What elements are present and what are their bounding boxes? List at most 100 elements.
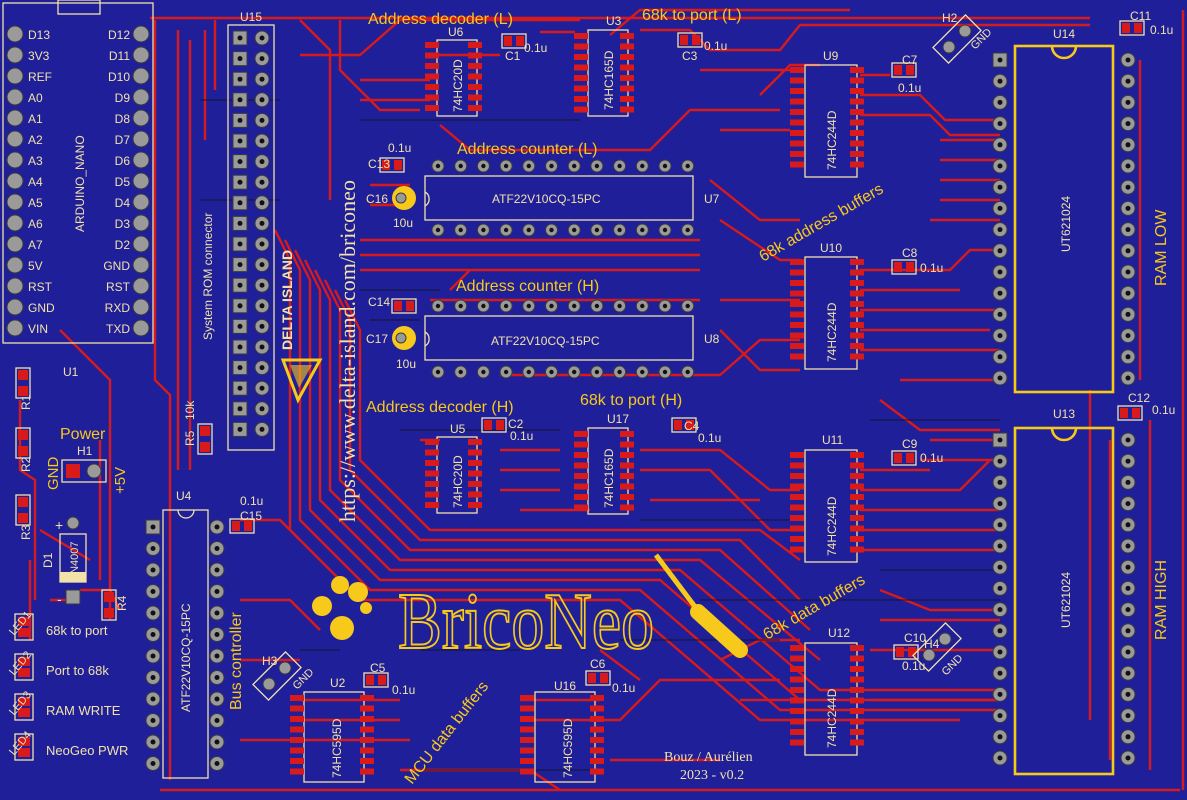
chip-u12: U12 74HC244D (790, 626, 864, 756)
chip-u16: U16 74HC595D (520, 679, 604, 783)
smd-pad (574, 33, 588, 39)
smd-pad (790, 67, 804, 73)
nano-pin-pad (6, 46, 24, 64)
smd-pad (850, 151, 864, 157)
u10-ref-label: U10 (820, 241, 842, 255)
resistor-r2: R2 (15, 427, 33, 472)
chip-u7: ATF22V10CQ-15PC U7 (424, 159, 720, 237)
nano-pin-label: TXD (106, 322, 130, 336)
h2-ref-label: H2 (942, 11, 958, 25)
nano-pin-label: D3 (115, 217, 131, 231)
smd-pad (468, 42, 482, 48)
cap-value-label: 0.1u (898, 81, 921, 95)
smd-pad (790, 280, 804, 286)
neogeo-glyph-icon (312, 576, 372, 640)
smd-pad (620, 75, 634, 81)
arduino-ref-label: U1 (63, 365, 79, 379)
h2-gnd-label: GND (969, 26, 995, 52)
smd-pad (850, 109, 864, 115)
smd-pad (790, 452, 804, 458)
smd-pad (574, 452, 588, 458)
nano-pin-pad (6, 298, 24, 316)
system-rom-connector: U15 System ROM connector (201, 10, 275, 451)
smd-pad (790, 343, 804, 349)
heading-address-decoder-l: Address decoder (L) (368, 11, 513, 28)
smd-pad (850, 739, 864, 746)
smd-pad (790, 301, 804, 307)
smd-pad (790, 462, 804, 469)
smd-pad (620, 452, 634, 458)
smd-pad (790, 151, 804, 157)
smd-pad (850, 525, 864, 532)
smd-pad (425, 460, 439, 466)
smd-pad (850, 452, 864, 458)
smd-pad (468, 94, 482, 101)
smd-pad (850, 708, 864, 714)
smd-pad (790, 645, 804, 651)
copper-traces (18, 8, 1185, 792)
smd-pad (620, 106, 634, 113)
cap-value-label: 10u (393, 216, 413, 230)
smd-pad (574, 106, 588, 113)
chip-u4-bus-controller: U4 ATF22V10CQ-15PC (145, 489, 225, 779)
smd-pad (790, 140, 804, 147)
smd-pad (790, 88, 804, 94)
smd-pad (850, 259, 864, 265)
nano-pin-pad (132, 214, 150, 232)
smd-pad (850, 130, 864, 136)
smd-pad (850, 353, 864, 360)
cap-ref-label: C4 (684, 419, 700, 433)
rom-connector-label: System ROM connector (201, 213, 215, 340)
smd-pad (590, 747, 604, 754)
cap-ref-label: C11 (1130, 9, 1151, 23)
arduino-module-name: ARDUINO_NANO (73, 135, 87, 232)
smd-pad (620, 96, 634, 102)
smd-pad (520, 768, 534, 775)
smd-pad (850, 332, 864, 339)
smd-pad (790, 269, 804, 276)
smd-pad (520, 695, 534, 701)
u7-ref-label: U7 (704, 192, 720, 206)
smd-pad (425, 481, 439, 487)
cap-ref-label: C12 (1128, 391, 1150, 405)
smd-pad (590, 695, 604, 701)
cap-ref-label: C13 (368, 157, 390, 171)
smd-pad (520, 726, 534, 733)
u4-ref-label: U4 (176, 489, 192, 503)
chip-u5: U5 74HC20D (425, 422, 482, 514)
smd-pad (850, 88, 864, 94)
chip-u3: U3 74HC165D (574, 14, 634, 117)
smd-pad (620, 504, 634, 511)
capacitor-c3: C30.1u (677, 32, 727, 63)
smd-pad (574, 483, 588, 490)
smd-pad (574, 473, 588, 479)
smd-pad (790, 687, 804, 693)
smd-pad (850, 343, 864, 349)
cap-value-label: 0.1u (388, 141, 411, 155)
version-label: 2023 - v0.2 (680, 768, 744, 783)
smd-pad (425, 52, 439, 59)
capacitor-c13: C13 0.1u (368, 141, 411, 173)
nano-pin-label: D4 (115, 196, 131, 210)
smd-pad (790, 655, 804, 662)
heading-68k-data-buffers: 68k data buffers (761, 572, 869, 644)
smd-pad (850, 718, 864, 725)
nano-pin-label: A3 (28, 154, 43, 168)
heading-68k-to-port-h: 68k to port (H) (580, 392, 682, 409)
nano-pin-pad (6, 67, 24, 85)
u13-part-label: UT621024 (1059, 572, 1073, 628)
nano-pin-pad (132, 172, 150, 190)
smd-pad (850, 546, 864, 553)
capacitor-c5: C50.1u (363, 661, 415, 697)
heading-ram-low: RAM LOW (1153, 209, 1170, 286)
cap-value-label: 0.1u (704, 39, 727, 53)
capacitor-c8: C80.1u (891, 246, 943, 275)
smd-pad (850, 140, 864, 147)
smd-pad (790, 98, 804, 105)
